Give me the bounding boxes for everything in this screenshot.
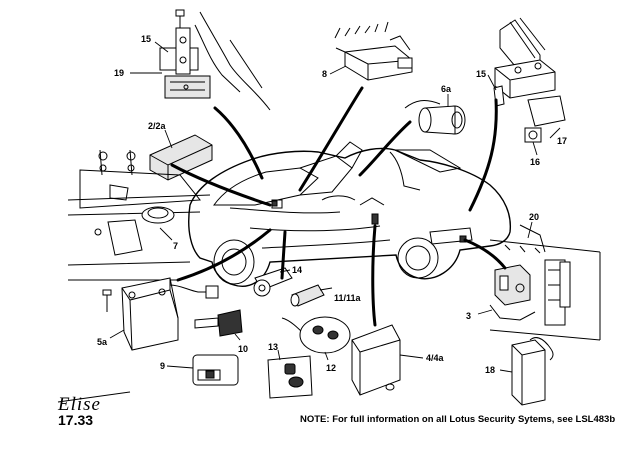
part-siren-4 xyxy=(351,324,424,396)
car-illustration xyxy=(188,141,512,287)
callout-18: 18 xyxy=(485,365,495,375)
connector-lines xyxy=(170,86,507,327)
callout-16: 16 xyxy=(530,157,540,167)
part-chassis-20 xyxy=(477,221,601,341)
callout-8: 8 xyxy=(322,69,327,79)
callout-13: 13 xyxy=(268,342,278,352)
callout-19: 19 xyxy=(114,68,124,78)
part-sensor-6a xyxy=(404,94,466,135)
logo-swoosh xyxy=(57,391,131,403)
part-key-fob-12 xyxy=(281,316,351,361)
callout-17: 17 xyxy=(557,136,567,146)
page-number: 17.33 xyxy=(58,412,93,428)
callout-10: 10 xyxy=(238,344,248,354)
callout-14: 14 xyxy=(292,265,302,275)
part-switch-14 xyxy=(253,267,293,297)
callout-9: 9 xyxy=(160,361,165,371)
callout-15-left: 15 xyxy=(141,34,151,44)
callout-2-2a: 2/2a xyxy=(148,121,167,131)
callout-6a: 6a xyxy=(441,84,452,94)
part-remote-13 xyxy=(267,349,313,399)
part-sensor-11 xyxy=(290,284,333,307)
callout-12: 12 xyxy=(326,363,336,373)
callout-4-4a: 4/4a xyxy=(426,353,445,363)
footer: Elise 17.33 NOTE: For full information o… xyxy=(57,391,615,428)
callout-11-11a: 11/11a xyxy=(334,293,362,303)
callout-5a: 5a xyxy=(97,337,108,347)
part-bonnet-bracket xyxy=(487,17,566,156)
part-hinge-bracket xyxy=(130,9,271,111)
part-siren-2 xyxy=(149,129,213,181)
part-control-unit-5a xyxy=(102,277,219,351)
callout-20: 20 xyxy=(529,212,539,222)
part-transmitter-9 xyxy=(166,354,239,386)
callout-7: 7 xyxy=(173,241,178,251)
callout-labels: 15 19 8 6a 15 17 16 2/2a 7 20 14 11/11a … xyxy=(97,34,567,375)
part-battery-18 xyxy=(499,337,554,406)
elise-logo: Elise xyxy=(57,394,101,415)
callout-15-right: 15 xyxy=(476,69,486,79)
part-key-10 xyxy=(194,309,243,341)
part-control-module-8 xyxy=(329,21,413,81)
security-note: NOTE: For full information on all Lotus … xyxy=(300,414,615,425)
callout-3: 3 xyxy=(466,311,471,321)
part-chassis-7 xyxy=(67,149,211,281)
